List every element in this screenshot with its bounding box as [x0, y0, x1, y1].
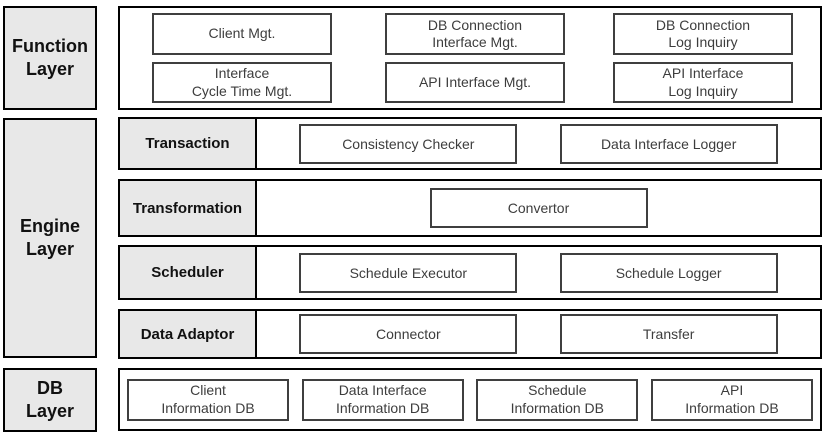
engine-row-content: Connector Transfer — [257, 311, 820, 357]
function-box-client-mgt: Client Mgt. — [152, 13, 332, 55]
engine-box-schedule-executor: Schedule Executor — [299, 252, 518, 293]
engine-box-transfer: Transfer — [559, 314, 778, 354]
db-box-schedule-information: Schedule Information DB — [476, 378, 639, 421]
function-layer-label: Function Layer — [3, 6, 97, 110]
engine-row-label-scheduler: Scheduler — [120, 247, 257, 298]
db-layer-container: Client Information DB Data Interface Inf… — [118, 368, 822, 431]
engine-row-label-transformation: Transformation — [120, 181, 257, 235]
engine-row-label-transaction: Transaction — [120, 119, 257, 168]
engine-row-content: Schedule Executor Schedule Logger — [257, 247, 820, 298]
function-box-api-interface-mgt: API Interface Mgt. — [385, 62, 565, 103]
engine-row-scheduler: Scheduler Schedule Executor Schedule Log… — [118, 245, 822, 300]
engine-row-label-data-adaptor: Data Adaptor — [120, 311, 257, 357]
engine-box-convertor: Convertor — [429, 188, 648, 228]
db-layer-label: DB Layer — [3, 368, 97, 432]
db-box-data-interface-information: Data Interface Information DB — [301, 378, 464, 421]
function-layer-container: Client Mgt. DB Connection Interface Mgt.… — [118, 6, 822, 110]
engine-box-schedule-logger: Schedule Logger — [559, 252, 778, 293]
db-box-client-information: Client Information DB — [127, 378, 289, 421]
db-box-api-information: API Information DB — [650, 378, 813, 421]
function-box-api-interface-log-inquiry: API Interface Log Inquiry — [613, 62, 793, 103]
engine-box-consistency-checker: Consistency Checker — [299, 123, 518, 164]
engine-row-content: Convertor — [257, 181, 820, 235]
engine-layer-label: Engine Layer — [3, 118, 97, 358]
engine-box-data-interface-logger: Data Interface Logger — [559, 123, 778, 164]
engine-box-connector: Connector — [299, 314, 518, 354]
function-box-interface-cycle-time-mgt: Interface Cycle Time Mgt. — [152, 62, 332, 103]
engine-row-data-adaptor: Data Adaptor Connector Transfer — [118, 309, 822, 359]
function-box-db-connection-interface-mgt: DB Connection Interface Mgt. — [385, 13, 565, 55]
engine-row-transformation: Transformation Convertor — [118, 179, 822, 237]
function-box-db-connection-log-inquiry: DB Connection Log Inquiry — [613, 13, 793, 55]
engine-row-transaction: Transaction Consistency Checker Data Int… — [118, 117, 822, 170]
engine-row-content: Consistency Checker Data Interface Logge… — [257, 119, 820, 168]
